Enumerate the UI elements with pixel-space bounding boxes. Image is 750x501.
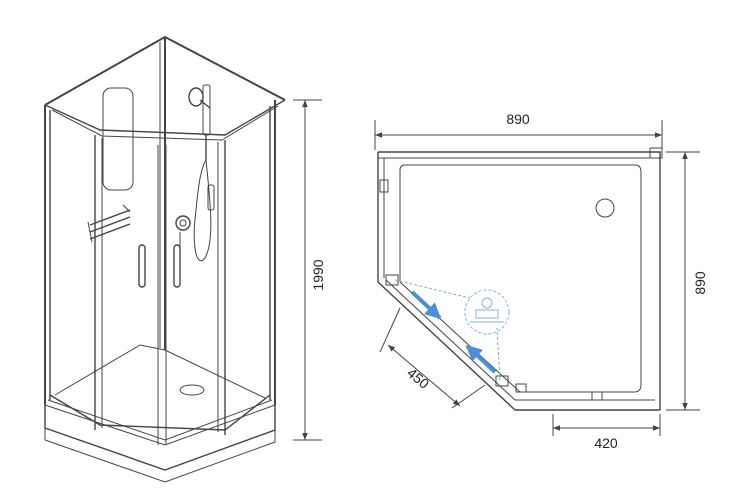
depth-label: 890 <box>692 271 708 295</box>
roller-detail-callout <box>394 279 510 381</box>
back-wall-panel <box>102 87 134 191</box>
door-label: 450 <box>404 365 432 392</box>
depth-dimension: 890 <box>666 151 708 411</box>
height-label: 1990 <box>310 259 326 290</box>
shower-tray <box>44 344 276 483</box>
height-dimension: 1990 <box>293 99 326 441</box>
cabin-frame <box>44 35 286 445</box>
door-handle-icon <box>138 244 181 288</box>
plan-outline <box>377 147 663 411</box>
towel-rail-icon <box>87 204 131 243</box>
shower-cabin-3d-view: 1990 <box>44 35 326 483</box>
shower-plan-view: 890 <box>374 111 708 451</box>
side-label: 420 <box>594 435 618 451</box>
shower-head-icon <box>188 84 215 262</box>
side-width-dimension: 420 <box>552 414 661 451</box>
sliding-door-arrows <box>410 290 497 374</box>
width-label: 890 <box>506 111 530 127</box>
width-dimension: 890 <box>374 111 663 150</box>
